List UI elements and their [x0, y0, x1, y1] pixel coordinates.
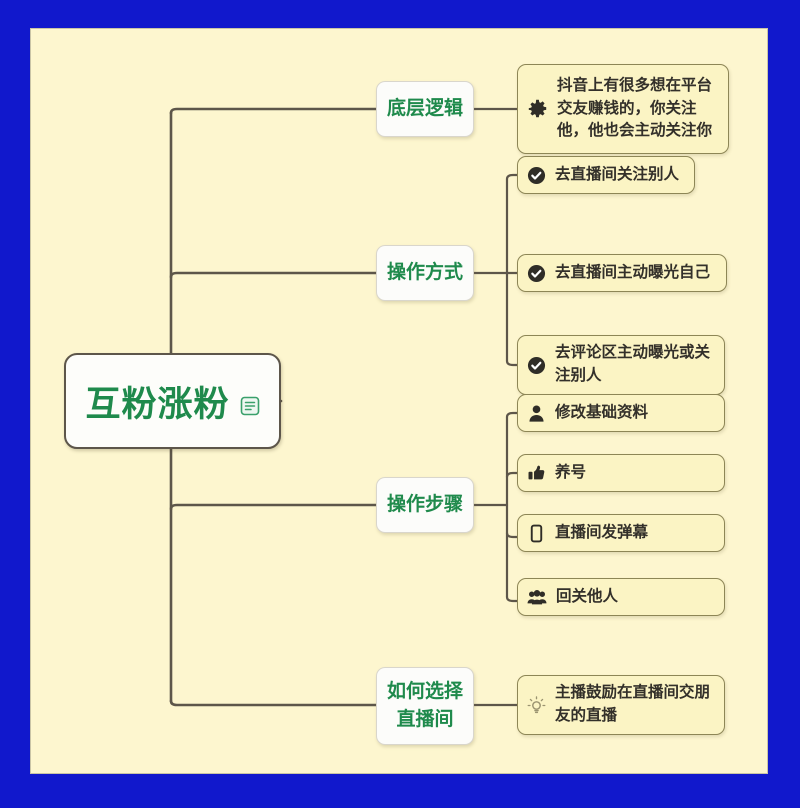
leaf-node-choose-1[interactable]: 主播鼓励在直播间交朋 友的直播 — [517, 675, 725, 735]
mindmap-canvas: 互粉涨粉 底层逻辑 — [30, 28, 768, 774]
root-label: 互粉涨粉 — [85, 384, 230, 424]
check-circle-icon — [527, 356, 546, 375]
branch-label: 底层逻辑 — [386, 98, 463, 120]
branch-label: 如何选择 直播间 — [386, 681, 463, 730]
leaf-text: 直播间发弹幕 — [555, 523, 649, 541]
gear-icon — [527, 99, 548, 120]
leaf-node-step-3[interactable]: 直播间发弹幕 — [517, 514, 725, 552]
check-circle-icon — [527, 264, 546, 283]
lightbulb-icon — [527, 695, 546, 715]
leaf-node-method-1[interactable]: 去直播间关注别人 — [517, 156, 695, 194]
leaf-text: 抖音上有很多想在平台 交友赚钱的，你关注 他，他也会主动关注你 — [557, 76, 713, 140]
note-icon[interactable] — [240, 396, 260, 416]
group-icon — [527, 588, 547, 607]
person-icon — [527, 404, 546, 423]
branch-node-operation-method[interactable]: 操作方式 — [376, 245, 474, 301]
leaf-text: 去直播间关注别人 — [555, 165, 680, 183]
leaf-node-step-1[interactable]: 修改基础资料 — [517, 394, 725, 432]
leaf-text: 修改基础资料 — [555, 403, 649, 421]
leaf-node-method-3[interactable]: 去评论区主动曝光或关 注别人 — [517, 335, 725, 395]
branch-node-underlying-logic[interactable]: 底层逻辑 — [376, 81, 474, 137]
leaf-text: 回关他人 — [556, 587, 619, 605]
leaf-text: 主播鼓励在直播间交朋 友的直播 — [555, 684, 711, 724]
leaf-node-step-2[interactable]: 养号 — [517, 454, 725, 492]
leaf-text: 去评论区主动曝光或关 注别人 — [555, 344, 711, 384]
root-node[interactable]: 互粉涨粉 — [64, 353, 281, 449]
leaf-node-logic-1[interactable]: 抖音上有很多想在平台 交友赚钱的，你关注 他，他也会主动关注你 — [517, 64, 729, 154]
phone-icon — [527, 524, 546, 543]
leaf-text: 去直播间主动曝光自己 — [555, 263, 711, 281]
leaf-text: 养号 — [555, 463, 587, 481]
check-circle-icon — [527, 166, 546, 185]
connector-lines — [169, 107, 519, 707]
leaf-node-step-4[interactable]: 回关他人 — [517, 578, 725, 616]
thumbs-up-icon — [527, 464, 546, 483]
branch-label: 操作方式 — [386, 262, 463, 284]
branch-node-how-to-choose-live-room[interactable]: 如何选择 直播间 — [376, 667, 474, 745]
leaf-node-method-2[interactable]: 去直播间主动曝光自己 — [517, 254, 727, 292]
branch-node-operation-steps[interactable]: 操作步骤 — [376, 477, 474, 533]
branch-label: 操作步骤 — [386, 494, 463, 516]
